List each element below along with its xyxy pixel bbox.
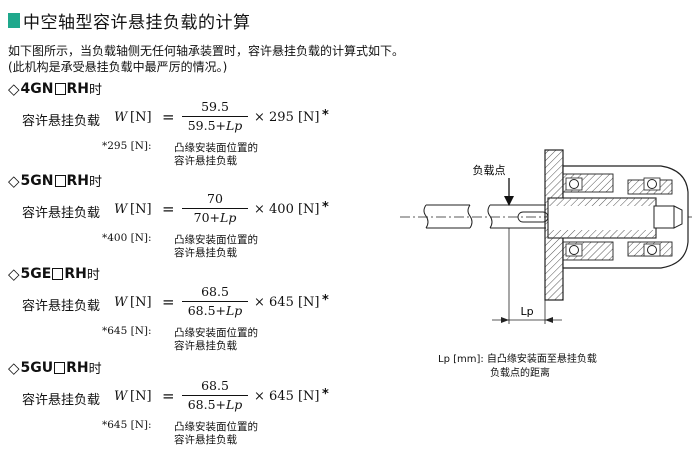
formula-unit: [N] (130, 295, 152, 310)
note-line-2: 容许悬挂负载 (174, 340, 237, 352)
note-line-1: 凸缘安装面位置的 (174, 142, 258, 154)
formula-label: 容许悬挂负载 (22, 393, 101, 408)
section-suffix-bold: RH (66, 80, 90, 97)
section-prefix: 5GE (20, 265, 52, 282)
intro-line-2: (此机构是承受悬挂负载中最严厉的情况。) (8, 60, 228, 74)
formula-star: * (322, 293, 329, 308)
placeholder-box-icon (54, 174, 66, 187)
section-suffix-bold: RH (66, 172, 90, 189)
formula-unit: [N] (130, 202, 152, 217)
section-heading-5gu: ◇ 5GU RH 时 (8, 358, 102, 378)
diamond-icon: ◇ (8, 79, 20, 98)
section-suffix: 时 (89, 175, 103, 190)
formula-fraction: 68.5 68.5+Lp (182, 283, 248, 320)
fraction-denominator: 59.5+Lp (187, 118, 243, 133)
formula-star: * (322, 387, 329, 402)
formula-equals: = (162, 387, 175, 405)
section-heading-5ge: ◇ 5GE RH 时 (8, 264, 100, 284)
formula-variable: W (114, 295, 128, 310)
note-line-1: 凸缘安装面位置的 (174, 234, 258, 246)
formula-equals: = (162, 293, 175, 311)
section-suffix-bold: RH (64, 265, 87, 282)
placeholder-box-icon (54, 361, 66, 374)
note-key: *645 [N]: (102, 419, 152, 431)
page-title-text: 中空轴型容许悬挂负载的计算 (23, 13, 251, 33)
placeholder-box-icon (52, 267, 64, 280)
section-suffix-bold: RH (66, 359, 89, 376)
formula-multiplier: × 645 [N] (254, 389, 320, 404)
note-line-1: 凸缘安装面位置的 (174, 421, 258, 433)
title-mark-icon (8, 13, 20, 28)
gearhead-housing (544, 149, 689, 301)
formula-unit: [N] (130, 110, 152, 125)
formula-label: 容许悬挂负载 (22, 206, 101, 221)
placeholder-box-icon (54, 82, 66, 95)
formula-equals: = (162, 108, 175, 126)
note-key: *400 [N]: (102, 232, 152, 244)
formula-star: * (322, 108, 329, 123)
section-heading-4gn: ◇ 4GN RH 时 (8, 79, 103, 99)
note-line-2: 容许悬挂负载 (174, 247, 237, 259)
intro-line-1: 如下图所示，当负载轴侧无任何轴承装置时，容许悬挂负载的计算式如下。 (8, 44, 405, 58)
note-5ge: *645 [N]: 凸缘安装面位置的 容许悬挂负载 (102, 325, 302, 355)
fraction-bar (182, 208, 248, 209)
fraction-numerator: 68.5 (201, 378, 229, 393)
formula-variable: W (114, 389, 128, 404)
note-5gn: *400 [N]: 凸缘安装面位置的 容许悬挂负载 (102, 232, 302, 262)
lp-label: Lp (520, 305, 533, 318)
load-arrow-head-icon (504, 196, 514, 206)
fraction-denominator: 70+Lp (193, 210, 237, 225)
fraction-denominator: 68.5+Lp (187, 397, 243, 412)
note-line-2: 容许悬挂负载 (174, 155, 237, 167)
section-suffix: 时 (89, 83, 103, 98)
section-prefix: 4GN (20, 80, 54, 97)
load-point-label: 负载点 (473, 163, 506, 177)
diagram-caption-line-2: 负载点的距离 (490, 368, 550, 379)
section-suffix: 时 (86, 268, 100, 283)
note-line-1: 凸缘安装面位置的 (174, 327, 258, 339)
formula-multiplier: × 295 [N] (254, 110, 320, 125)
hollow-shaft-diagram: 负载点 Lp (400, 149, 692, 324)
section-heading-5gn: ◇ 5GN RH 时 (8, 171, 103, 191)
section-prefix: 5GU (20, 359, 54, 376)
formula-variable: W (114, 202, 128, 217)
fraction-denominator: 68.5+Lp (187, 303, 243, 318)
formula-fraction: 59.5 59.5+Lp (182, 98, 248, 135)
fraction-bar (182, 116, 248, 117)
note-key: *295 [N]: (102, 140, 152, 152)
section-suffix: 时 (88, 362, 102, 377)
diamond-icon: ◇ (8, 171, 20, 190)
formula-5ge: 容许悬挂负载 W [N] = 68.5 68.5+Lp × 645 [N] * (22, 283, 342, 325)
formula-multiplier: × 400 [N] (254, 202, 320, 217)
diamond-icon: ◇ (8, 264, 20, 283)
formula-equals: = (162, 200, 175, 218)
diagram-caption-line-1: Lp [mm]: 自凸缘安装面至悬挂负载 (438, 354, 597, 365)
formula-fraction: 68.5 68.5+Lp (182, 377, 248, 414)
formula-label: 容许悬挂负载 (22, 114, 101, 129)
page-title: 中空轴型容许悬挂负载的计算 (8, 8, 251, 33)
formula-label: 容许悬挂负载 (22, 299, 101, 314)
formula-fraction: 70 70+Lp (182, 190, 248, 227)
note-4gn: *295 [N]: 凸缘安装面位置的 容许悬挂负载 (102, 140, 302, 170)
fraction-bar (182, 395, 248, 396)
note-line-2: 容许悬挂负载 (174, 434, 237, 446)
fraction-numerator: 68.5 (201, 284, 229, 299)
formula-5gn: 容许悬挂负载 W [N] = 70 70+Lp × 400 [N] * (22, 190, 342, 232)
fraction-numerator: 70 (207, 191, 223, 206)
bearings (565, 177, 661, 257)
formula-multiplier: × 645 [N] (254, 295, 320, 310)
fraction-bar (182, 301, 248, 302)
section-prefix: 5GN (20, 172, 54, 189)
formula-star: * (322, 200, 329, 215)
formula-4gn: 容许悬挂负载 W [N] = 59.5 59.5+Lp × 295 [N] * (22, 98, 342, 140)
formula-unit: [N] (130, 389, 152, 404)
formula-variable: W (114, 110, 128, 125)
note-5gu: *645 [N]: 凸缘安装面位置的 容许悬挂负载 (102, 419, 302, 449)
note-key: *645 [N]: (102, 325, 152, 337)
diamond-icon: ◇ (8, 358, 20, 377)
load-shaft (423, 204, 549, 229)
formula-5gu: 容许悬挂负载 W [N] = 68.5 68.5+Lp × 645 [N] * (22, 377, 342, 419)
fraction-numerator: 59.5 (201, 99, 229, 114)
